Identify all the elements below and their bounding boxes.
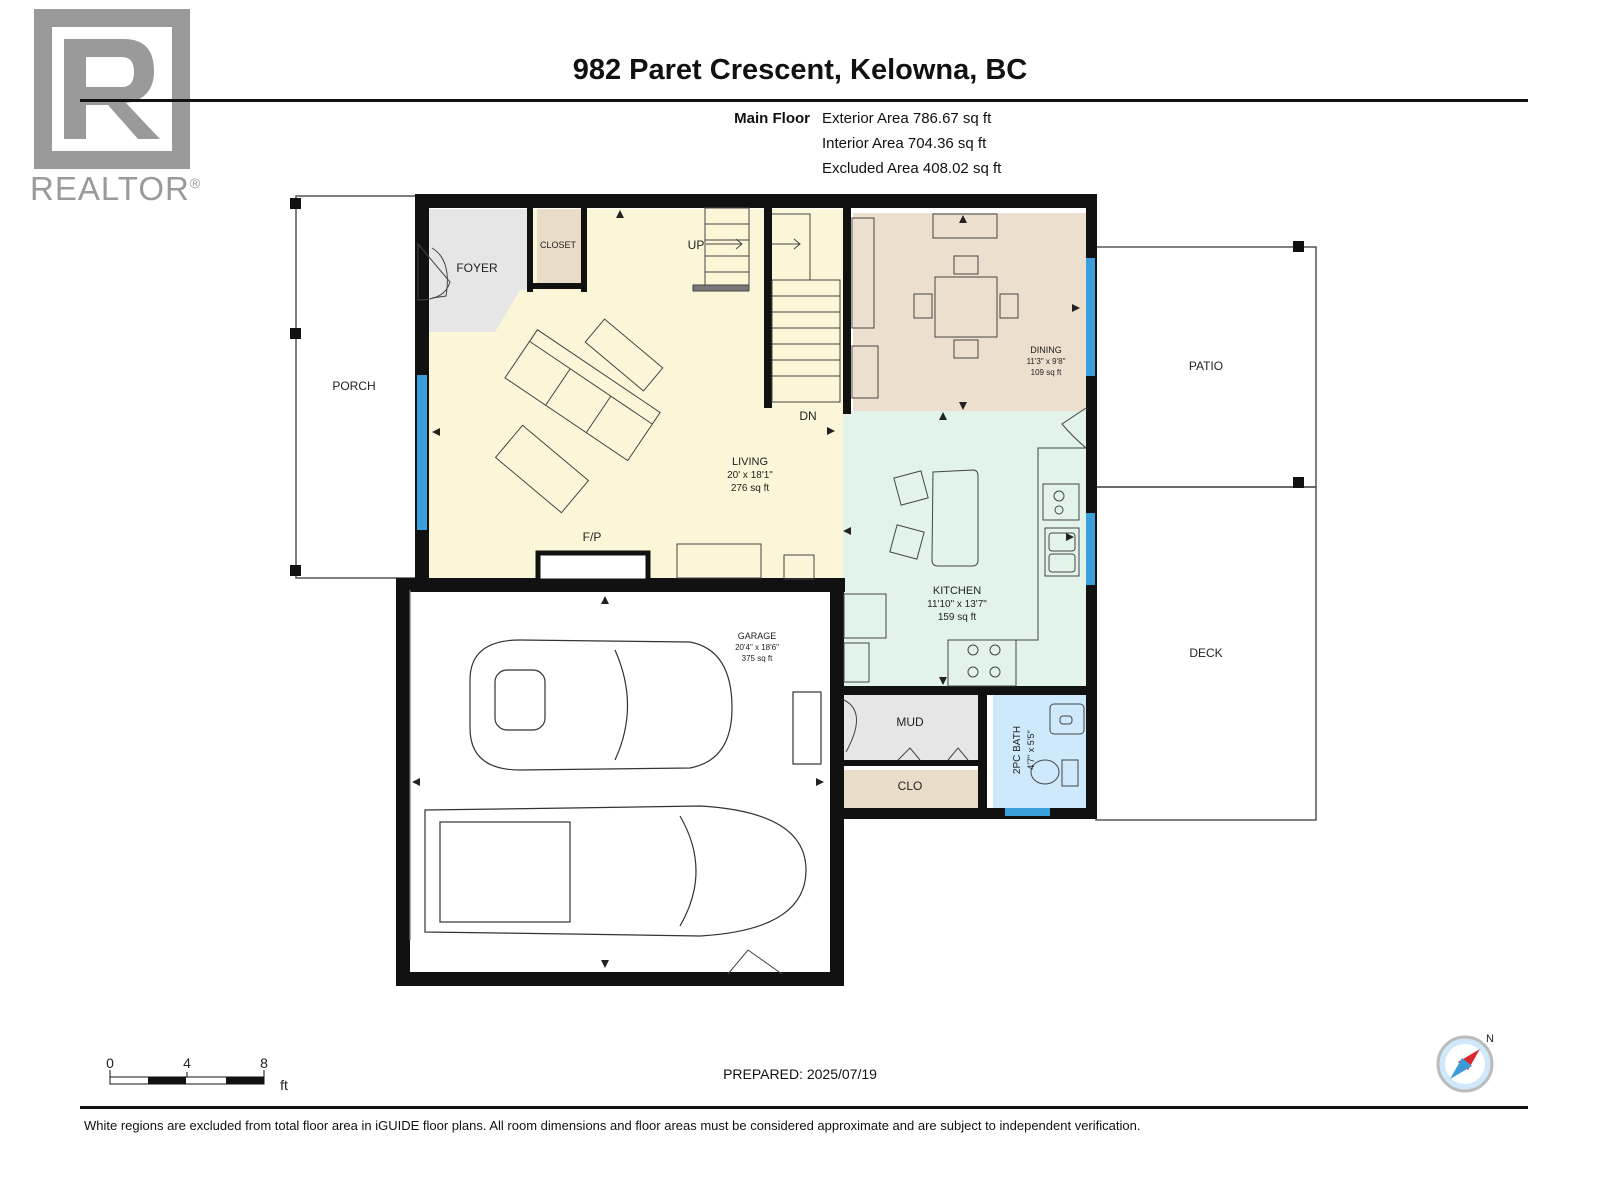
dining-area: 109 sq ft [1031,368,1062,377]
realtor-wordmark: REALTOR® [30,170,202,207]
foyer-label: FOYER [456,261,498,275]
foyer-fill [428,209,532,332]
kitchen-area: 159 sq ft [938,612,977,623]
interior-area: Interior Area 704.36 sq ft [822,135,987,152]
living-label: LIVING [732,456,768,468]
porch-label: PORCH [332,379,375,393]
patio-post [1293,477,1304,488]
patio-label: PATIO [1189,359,1223,373]
clo-label: CLO [898,779,923,793]
dining-label: DINING [1030,345,1062,355]
dining-fill [853,213,1086,411]
title-divider [80,99,1528,102]
scale-label-0: 0 [106,1055,114,1071]
windows [417,258,1095,816]
fireplace-label: F/P [583,530,602,544]
bath-dims: 4'7" x 5'5" [1026,730,1036,769]
bath-label: 2PC BATH [1012,726,1023,774]
scale-label-8: 8 [260,1055,268,1071]
mud-fill [843,695,978,763]
direction-markers [412,210,1080,968]
garage-dims: 20'4" x 18'6" [735,643,779,652]
dining-furniture [851,213,1019,399]
kitchen-fill [843,411,1086,686]
bath-fixtures [1030,703,1085,787]
kitchen-label: KITCHEN [933,585,981,597]
door-swings [417,242,1087,975]
disclaimer: White regions are excluded from total fl… [84,1118,1141,1133]
excluded-area: Excluded Area 408.02 sq ft [822,160,1002,177]
living-area: 276 sq ft [731,483,770,494]
closet-fill [537,209,581,283]
porch-post [290,328,301,339]
dining-dims: 11'3" x 9'8" [1027,357,1066,366]
deck-label: DECK [1189,646,1222,660]
bath-fill [993,695,1086,810]
kitchen-furniture [843,447,1086,687]
footer-divider [80,1106,1528,1109]
stairs-down-label: DN [799,409,816,423]
floor-name: Main Floor [734,110,810,127]
realtor-logo [34,9,190,169]
clo-fill [843,770,978,810]
patio-post [1293,241,1304,252]
staircase [692,207,841,403]
stairs-up-label: UP [688,238,705,252]
scale-unit: ft [280,1077,288,1093]
porch-post [290,198,301,209]
porch-post [290,565,301,576]
closet-label: CLOSET [540,240,577,250]
page-title: 982 Paret Crescent, Kelowna, BC [572,54,1028,86]
living-furniture [431,247,815,584]
scale-bar: 0 4 8 ft [106,1055,288,1093]
living-dims: 20' x 18'1" [727,470,773,481]
scale-label-4: 4 [183,1055,191,1071]
mud-label: MUD [896,715,924,729]
realtor-r-icon [52,27,172,151]
prepared-date: PREPARED: 2025/07/19 [723,1066,877,1082]
compass-icon: N [1436,1033,1494,1093]
garage-cars [409,590,822,940]
compass-north-label: N [1486,1033,1494,1045]
garage-area: 375 sq ft [742,654,773,663]
exterior-area: Exterior Area 786.67 sq ft [822,110,992,127]
garage-label: GARAGE [738,631,777,641]
kitchen-dims: 11'10" x 13'7" [927,599,987,610]
